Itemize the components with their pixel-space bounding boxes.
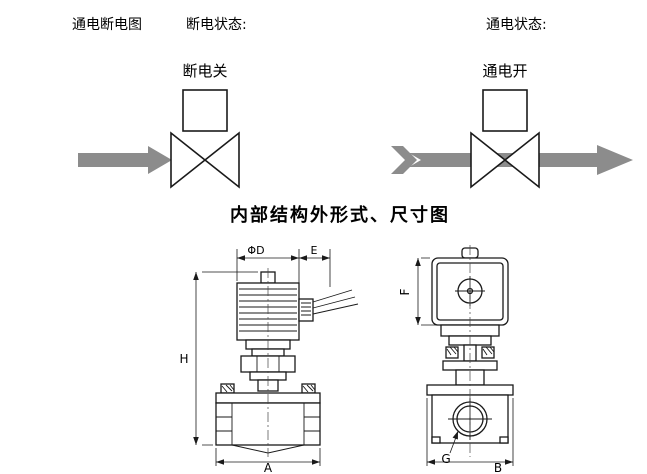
valve-on-caption: 通电开 bbox=[482, 62, 528, 80]
section-title: 内部结构外形式、尺寸图 bbox=[230, 205, 450, 226]
off-state-label: 断电状态: bbox=[186, 17, 247, 33]
right-dimensions: F G B bbox=[398, 257, 514, 474]
valve-symbol-energized bbox=[470, 89, 540, 189]
power-diagram-label: 通电断电图 bbox=[72, 17, 142, 33]
dimension-drawings: ΦD E H A bbox=[179, 244, 514, 474]
dim-F-label: F bbox=[398, 288, 412, 295]
dim-E-label: E bbox=[311, 244, 318, 257]
dim-G-label: G bbox=[441, 452, 450, 466]
valve-side-view-drawing bbox=[215, 268, 359, 457]
dim-A-label: A bbox=[264, 461, 273, 474]
dim-H-label: H bbox=[179, 352, 188, 366]
valve-symbol-deenergized bbox=[170, 89, 240, 189]
dim-B-label: B bbox=[494, 461, 502, 474]
flow-arrow-blocked bbox=[78, 146, 172, 174]
valve-state-symbols bbox=[78, 89, 633, 189]
left-dimensions: ΦD E H A bbox=[179, 244, 331, 474]
dim-phiD-label: ΦD bbox=[247, 244, 264, 257]
valve-off-caption: 断电关 bbox=[182, 62, 228, 80]
valve-front-view-drawing bbox=[426, 245, 514, 457]
on-state-label: 通电状态: bbox=[486, 17, 547, 33]
